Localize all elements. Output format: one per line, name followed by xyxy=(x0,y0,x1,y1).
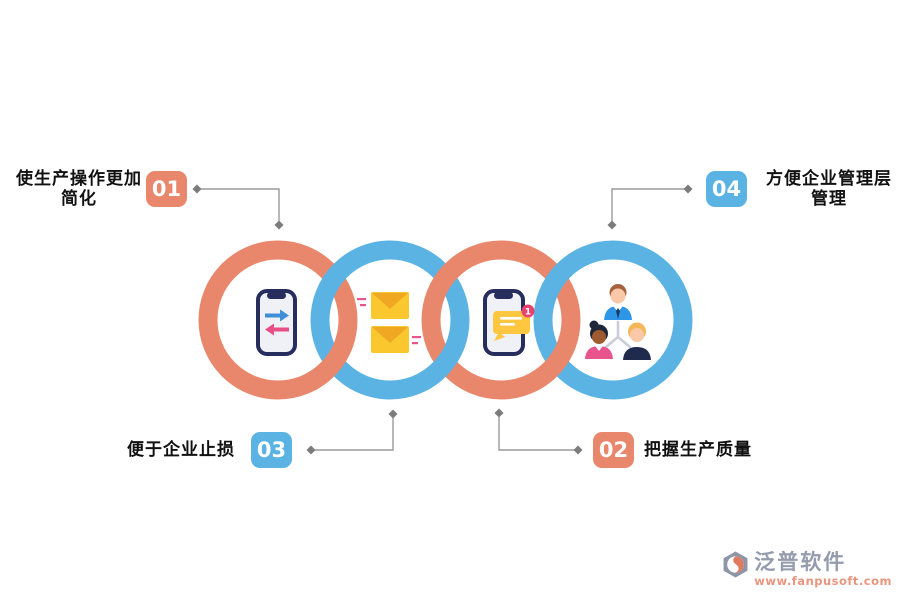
mail-icon xyxy=(357,292,421,353)
speed-dash xyxy=(412,342,418,345)
ring-3-weave-arc xyxy=(529,333,579,391)
ring-1 xyxy=(198,240,358,400)
speed-dash xyxy=(412,336,421,339)
connector-01-line xyxy=(197,188,280,221)
fanpu-logo-icon xyxy=(723,551,748,578)
connector-04-line xyxy=(611,188,688,221)
label-04-line2: 管理 xyxy=(811,189,847,209)
connector-02-diamond-end xyxy=(573,445,583,455)
connector-01-diamond-start xyxy=(192,184,202,194)
label-01-line1: 使生产操作更加 xyxy=(16,169,142,189)
envelope-bottom-flap xyxy=(372,327,408,343)
connector-04 xyxy=(607,184,693,230)
connector-03-diamond-end xyxy=(388,409,398,419)
connector-04-diamond-start xyxy=(683,184,693,194)
message-bubble xyxy=(493,311,530,334)
label-01-line2: 简化 xyxy=(61,189,97,209)
body xyxy=(585,346,613,359)
connector-03-diamond-start xyxy=(306,445,316,455)
label-03-line1: 便于企业止损 xyxy=(127,440,235,460)
arrow-right-icon xyxy=(265,309,289,322)
phone-body xyxy=(256,289,297,356)
brand-name: 泛普软件 xyxy=(754,550,847,574)
connector-03 xyxy=(306,409,398,455)
connector-02 xyxy=(494,408,583,455)
notification-count: 1 xyxy=(525,308,531,318)
badge-04: 04 xyxy=(706,171,747,207)
connector-02-diamond-start xyxy=(494,408,504,418)
team-icon xyxy=(585,284,651,360)
ring-3 xyxy=(421,240,581,400)
message-line xyxy=(500,317,522,320)
person-top xyxy=(604,284,632,320)
ring-2 xyxy=(310,240,470,400)
head xyxy=(630,328,644,342)
person-left xyxy=(585,320,613,359)
brand-url: www.fanpusoft.com xyxy=(754,574,892,588)
connector-03-line xyxy=(311,418,394,451)
label-02: 把握生产质量 xyxy=(644,440,794,460)
label-01: 使生产操作更加 简化 xyxy=(12,169,146,209)
connector-01-diamond-end xyxy=(274,220,284,230)
message-line xyxy=(500,323,515,326)
label-02-line1: 把握生产质量 xyxy=(644,440,752,460)
badge-01: 01 xyxy=(146,171,187,207)
logo-leaf xyxy=(733,556,745,573)
head xyxy=(610,288,626,304)
connector-01 xyxy=(192,184,284,230)
badge-03: 03 xyxy=(251,432,292,468)
badge-02: 02 xyxy=(593,432,634,468)
speed-dash xyxy=(357,298,366,301)
brand-watermark: 泛普软件 www.fanpusoft.com xyxy=(722,551,892,588)
notification-badge xyxy=(521,304,535,318)
ring-4 xyxy=(533,240,693,400)
speed-dash xyxy=(360,304,366,307)
phone-transfer-icon xyxy=(256,289,297,356)
connector-04-diamond-end xyxy=(607,220,617,230)
arrow-left-icon xyxy=(265,323,289,336)
logo-text: 泛普软件 www.fanpusoft.com xyxy=(754,550,892,589)
label-03: 便于企业止损 xyxy=(116,440,246,460)
phone-notification-icon: 1 xyxy=(483,289,535,356)
person-right xyxy=(623,322,651,360)
phone-notch xyxy=(494,292,513,299)
ring-2-weave-arc xyxy=(418,333,468,391)
phone-notch xyxy=(267,292,286,299)
label-04: 方便企业管理层 管理 xyxy=(753,169,900,209)
org-chart-lines xyxy=(604,320,632,349)
label-04-line1: 方便企业管理层 xyxy=(766,169,892,189)
head xyxy=(592,330,606,344)
collar xyxy=(595,346,603,351)
envelope-top-flap xyxy=(372,293,408,309)
connector-02-line xyxy=(498,417,578,451)
ring-1-weave-arc xyxy=(306,333,356,391)
body xyxy=(623,347,651,360)
tie xyxy=(616,308,620,319)
message-bubble-tail xyxy=(494,332,505,341)
